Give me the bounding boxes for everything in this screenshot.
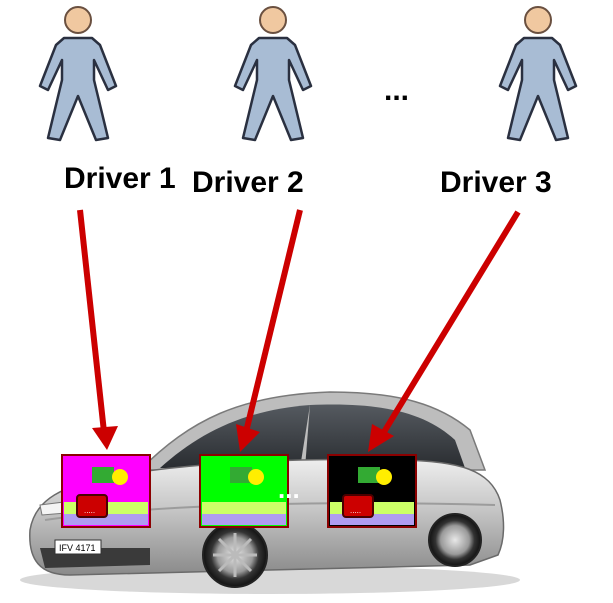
plate-text: IFV 4171	[59, 543, 96, 553]
arrow-driver-3	[381, 210, 521, 434]
driver-1-label: Driver 1	[64, 162, 176, 195]
arrowhead-3	[368, 424, 394, 452]
svg-text:.....: .....	[84, 506, 95, 515]
driver-2-label: Driver 2	[192, 166, 304, 199]
car-image: IFV 4171	[20, 391, 520, 594]
arrowhead-2	[236, 424, 260, 452]
dashboard-screen-3: .....	[327, 454, 417, 528]
person-icon-1	[38, 6, 118, 142]
arrow-driver-1	[77, 209, 107, 433]
dashboard-screen-2	[199, 454, 289, 528]
ellipsis-car: ...	[278, 474, 300, 504]
person-icon-3	[498, 6, 578, 142]
arrowhead-1	[92, 426, 118, 450]
ellipsis-top: ...	[384, 74, 409, 107]
arrow-driver-2	[243, 209, 303, 433]
svg-text:.....: .....	[350, 506, 361, 515]
dashboard-screen-1: .....	[61, 454, 151, 528]
person-icon-2	[233, 6, 313, 142]
driver-3-label: Driver 3	[440, 166, 552, 199]
